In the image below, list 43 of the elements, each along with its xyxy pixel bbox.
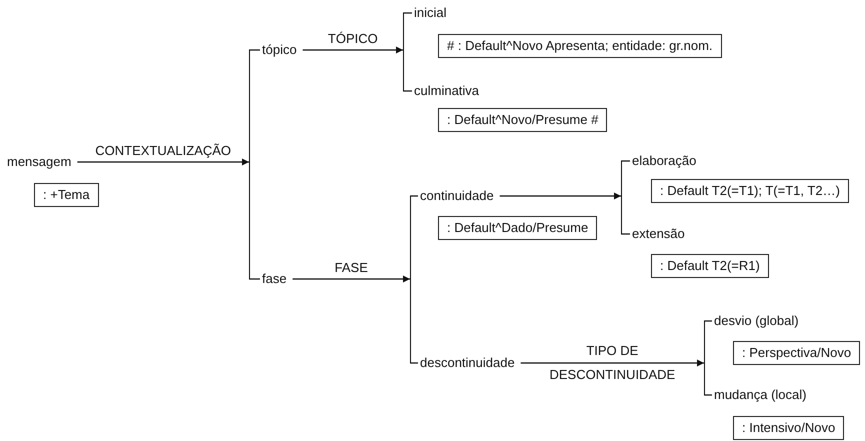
- edge-label: TIPO DE DESCONTINUIDADE: [548, 342, 676, 384]
- connector-line: [249, 278, 260, 280]
- system-bracket: [621, 161, 622, 234]
- edge-label: TÓPICO: [328, 30, 378, 48]
- feature-label: fase: [262, 270, 287, 288]
- feature-label: continuidade: [420, 187, 494, 205]
- connector-line: [410, 362, 418, 364]
- arrow: [520, 360, 704, 366]
- realization-box: : Default^Dado/Presume: [438, 216, 598, 240]
- feature-label: inicial: [414, 4, 447, 22]
- feature-label: mensagem: [7, 153, 72, 171]
- realization-box: # : Default^Novo Apresenta; entidade: gr.nom.: [438, 34, 722, 58]
- connector-line: [403, 90, 412, 92]
- connector-line: [704, 320, 712, 322]
- realization-box: : Default T2(=R1): [651, 254, 769, 278]
- realization-box: : Default T2(=T1); T(=T1, T2…): [651, 179, 849, 203]
- realization-box: : +Tema: [34, 183, 99, 207]
- system-bracket: [403, 13, 404, 91]
- realization-box: : Perspectiva/Novo: [733, 341, 860, 365]
- realization-box: : Intensivo/Novo: [733, 416, 844, 440]
- connector-line: [704, 394, 712, 396]
- feature-label: elaboração: [632, 152, 696, 170]
- feature-label: desvio (global): [714, 312, 799, 330]
- system-bracket: [410, 196, 411, 363]
- connector-line: [621, 233, 630, 235]
- feature-label: culminativa: [414, 82, 480, 100]
- system-bracket: [249, 50, 250, 279]
- edge-label: CONTEXTUALIZAÇÃO: [95, 142, 232, 160]
- feature-label: descontinuidade: [420, 354, 515, 372]
- connector-line: [621, 160, 630, 162]
- feature-label: extensão: [632, 225, 685, 243]
- feature-label: tópico: [262, 41, 297, 59]
- connector-line: [410, 195, 418, 197]
- system-bracket: [704, 321, 705, 395]
- arrow: [292, 276, 410, 282]
- connector-line: [403, 12, 412, 14]
- realization-box: : Default^Novo/Presume #: [438, 108, 608, 132]
- edge-label: FASE: [334, 259, 368, 277]
- connector-line: [249, 49, 260, 51]
- arrow: [302, 46, 403, 54]
- arrow: [77, 158, 249, 166]
- arrow: [500, 192, 621, 200]
- feature-label: mudança (local): [714, 386, 806, 404]
